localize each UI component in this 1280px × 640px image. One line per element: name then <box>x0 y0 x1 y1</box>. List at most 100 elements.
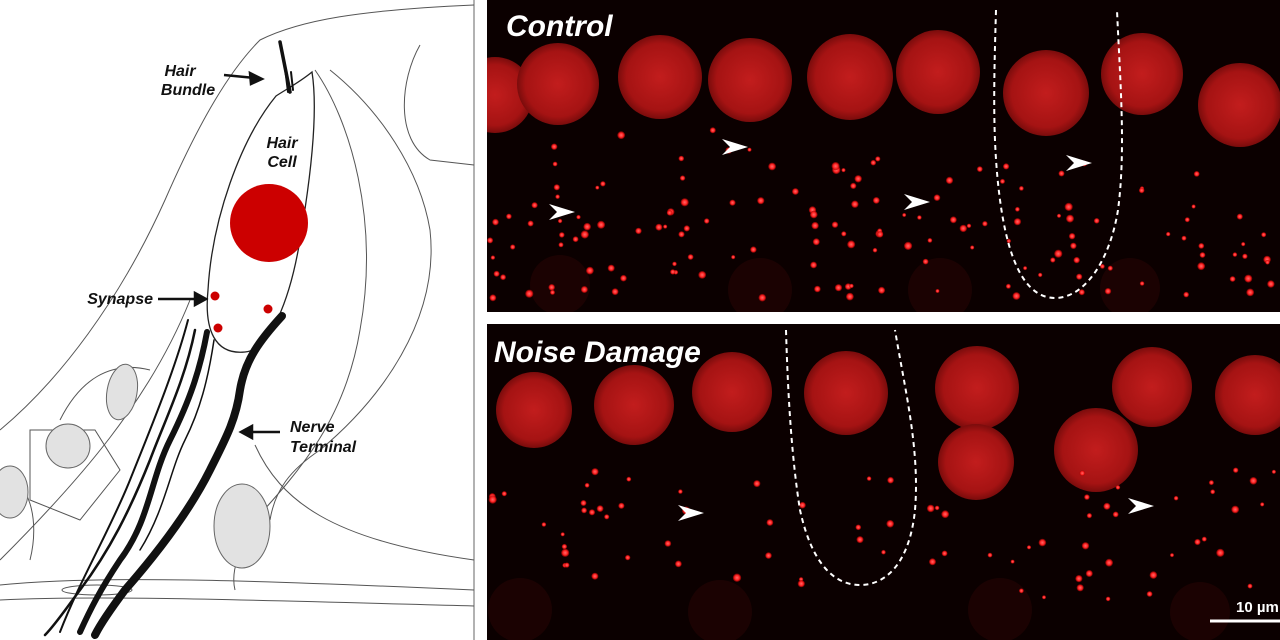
punctum <box>663 224 668 229</box>
noise-cell-outline <box>785 329 917 587</box>
punctum <box>851 200 859 208</box>
punctum <box>1075 575 1083 583</box>
punctum <box>531 202 538 209</box>
punctum <box>1019 186 1024 191</box>
punctum <box>886 520 894 528</box>
punctum <box>564 562 570 568</box>
punctum <box>541 522 547 527</box>
punctum <box>1081 542 1090 550</box>
punctum <box>635 227 642 235</box>
punctum <box>1012 292 1021 300</box>
punctum <box>917 215 922 220</box>
punctum <box>1085 570 1093 577</box>
punctum <box>1112 511 1119 518</box>
punctum <box>553 184 560 191</box>
punctum <box>626 476 632 482</box>
punctum <box>555 194 560 199</box>
punctum <box>1194 538 1201 546</box>
punctum <box>493 270 500 277</box>
nucleus <box>1215 355 1280 435</box>
nucleus <box>692 352 772 432</box>
punctum <box>550 289 555 295</box>
punctum <box>1232 252 1238 257</box>
punctum <box>1026 545 1032 550</box>
punctum <box>1271 469 1276 474</box>
punctum <box>709 127 716 134</box>
control-micrograph: Control <box>487 0 1280 312</box>
punctum <box>831 162 840 171</box>
punctum <box>1015 206 1020 212</box>
punctum <box>1100 264 1105 269</box>
label-hair-cell-1: Hair <box>266 135 298 152</box>
punctum <box>1076 273 1083 280</box>
punctum <box>487 237 494 244</box>
punctum <box>841 168 846 173</box>
punctum <box>1003 163 1010 170</box>
punctum <box>854 175 862 183</box>
control-arrowheads <box>549 139 1092 220</box>
punctum <box>1000 178 1005 184</box>
punctum <box>1183 291 1189 298</box>
punctum <box>581 507 587 514</box>
schematic-panel: Hair Bundle Hair Cell Synapse Nerve Term… <box>0 0 475 640</box>
punctum <box>811 221 819 230</box>
punctum <box>970 245 975 250</box>
punctum <box>831 221 839 228</box>
arrowhead <box>722 139 748 155</box>
control-title: Control <box>506 10 613 43</box>
punctum <box>597 220 606 229</box>
punctum <box>929 558 936 566</box>
arrowhead <box>1128 498 1154 514</box>
punctum <box>1068 233 1076 240</box>
punctum <box>618 502 625 509</box>
punctum <box>580 286 588 293</box>
label-hair-cell-2: Cell <box>267 154 297 171</box>
punctum <box>1038 538 1047 547</box>
punctum <box>729 199 736 206</box>
punctum <box>757 197 765 205</box>
hair-bundle <box>278 40 294 94</box>
nucleus <box>1003 50 1089 136</box>
punctum <box>927 238 933 243</box>
scale-bar-label: 10 µm <box>1236 599 1279 616</box>
punctum <box>966 223 972 228</box>
punctum <box>596 505 604 512</box>
punctum <box>664 540 672 547</box>
dim-cell <box>530 255 590 312</box>
nucleus <box>896 30 980 114</box>
punctum <box>834 284 843 292</box>
nucleus <box>594 365 674 445</box>
punctum <box>1247 583 1253 589</box>
punctum <box>588 509 596 516</box>
punctum <box>1013 218 1022 226</box>
punctum <box>1241 242 1246 247</box>
punctum <box>934 505 940 511</box>
punctum <box>922 258 929 265</box>
punctum <box>1103 502 1111 510</box>
punctum <box>1093 218 1100 224</box>
punctum <box>1244 274 1253 283</box>
nucleus <box>496 372 572 448</box>
punctum <box>876 231 884 238</box>
punctum <box>672 261 677 267</box>
punctum <box>687 254 694 260</box>
nucleus <box>1112 347 1192 427</box>
punctum <box>1199 252 1206 258</box>
supporting-tissue-outlines <box>0 4 475 607</box>
punctum <box>488 495 497 504</box>
punctum <box>525 289 534 298</box>
nucleus <box>804 351 888 435</box>
punctum <box>758 293 767 302</box>
punctum <box>855 524 862 531</box>
punctum <box>1184 217 1190 223</box>
punctum <box>500 274 506 281</box>
punctum <box>666 210 673 216</box>
nerve-fibers <box>43 312 286 639</box>
synapse-dots <box>210 291 273 333</box>
punctum <box>872 247 878 253</box>
punctum <box>604 514 610 520</box>
punctum <box>678 231 685 238</box>
label-synapse: Synapse <box>87 291 153 308</box>
punctum <box>625 554 631 561</box>
punctum <box>866 476 872 481</box>
